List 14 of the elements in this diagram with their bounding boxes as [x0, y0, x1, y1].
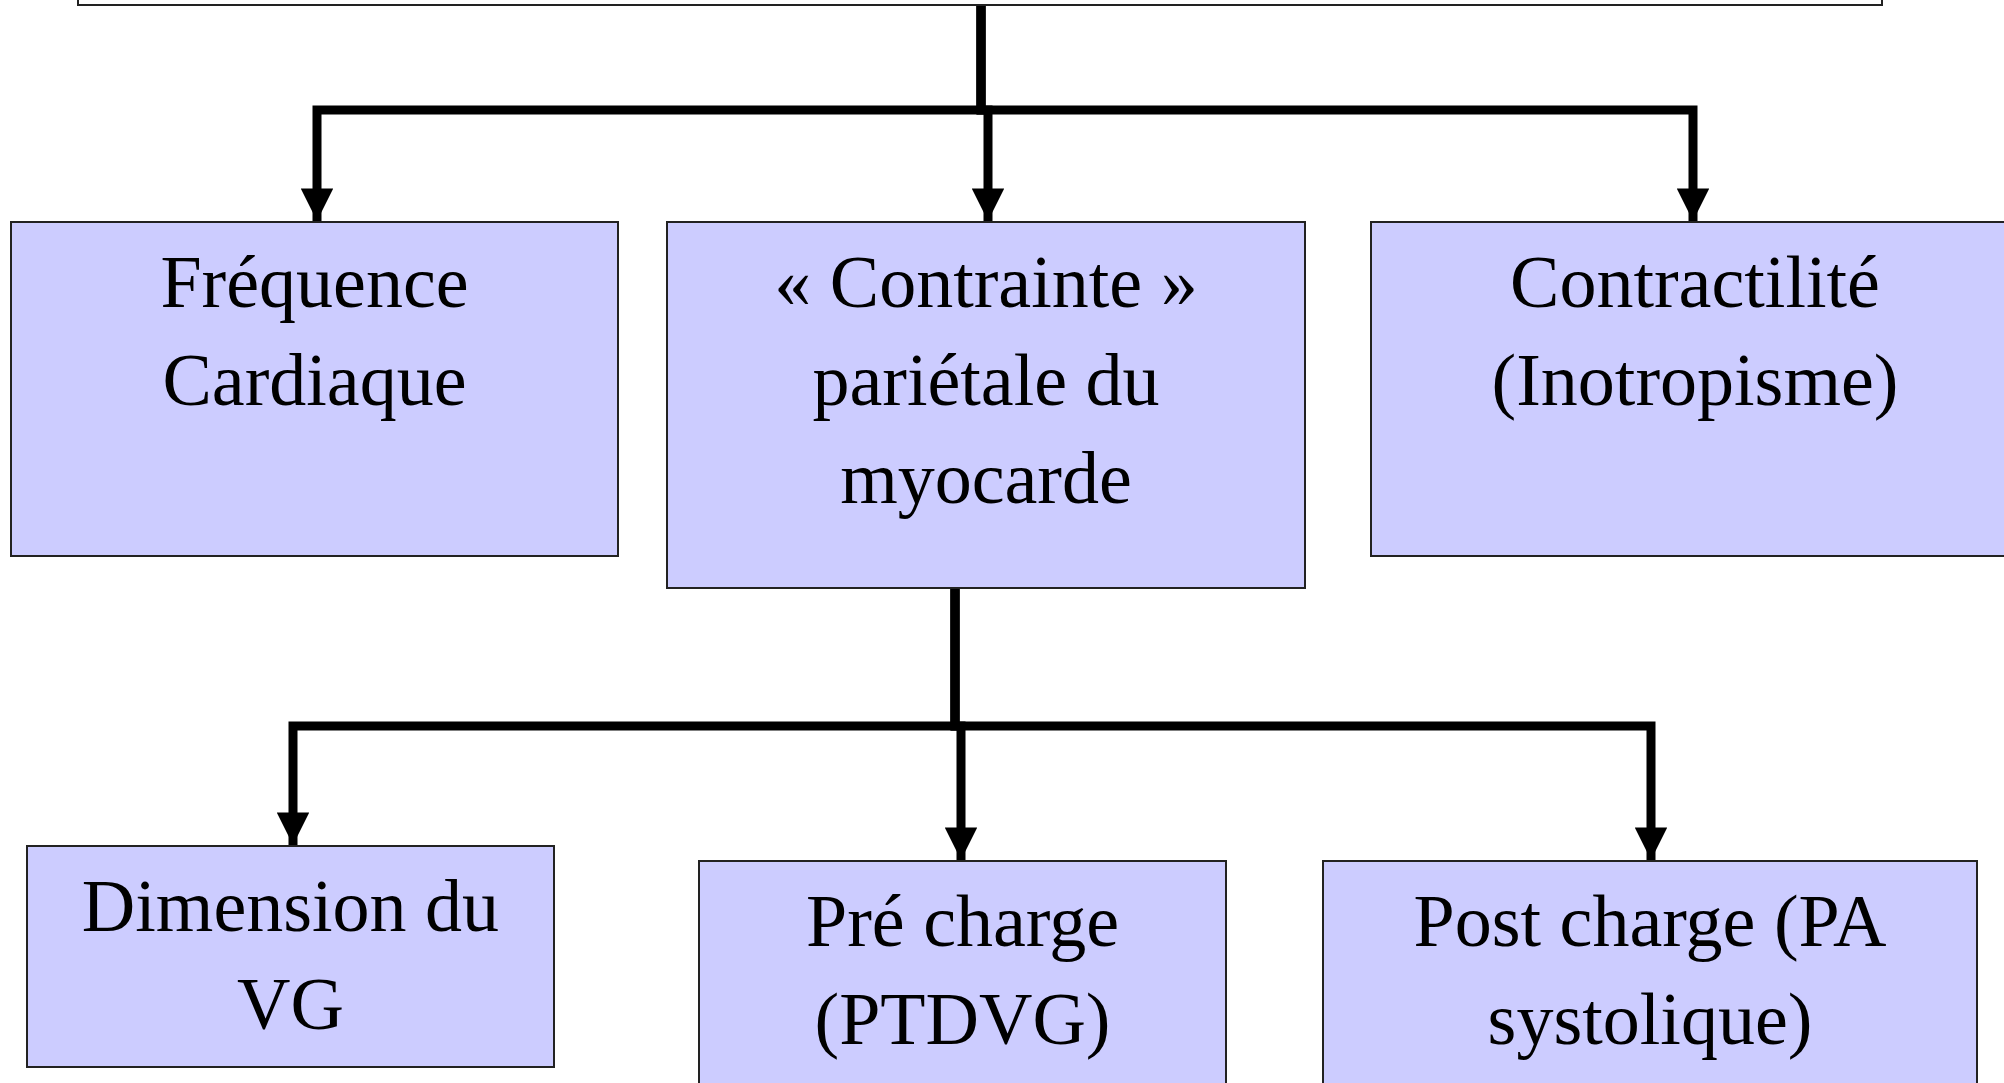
- box-label: Contractilité (Inotropisme): [1490, 240, 1900, 423]
- arrow: [976, 6, 1710, 221]
- box-label: Post charge (PA systolique): [1412, 879, 1888, 1062]
- box-label: Dimension du VG: [80, 864, 501, 1047]
- box-label: Fréquence Cardiaque: [159, 240, 470, 423]
- process-box: [666, 221, 1306, 589]
- process-box: [10, 221, 619, 557]
- process-box: [698, 860, 1227, 1083]
- process-box: [26, 845, 555, 1068]
- process-box: [1322, 860, 1978, 1083]
- box-label: Pré charge (PTDVG): [805, 879, 1120, 1062]
- arrow: [950, 589, 1668, 860]
- process-box: [1370, 221, 2004, 557]
- box-label: « Contrainte » pariétale du myocarde: [773, 240, 1199, 521]
